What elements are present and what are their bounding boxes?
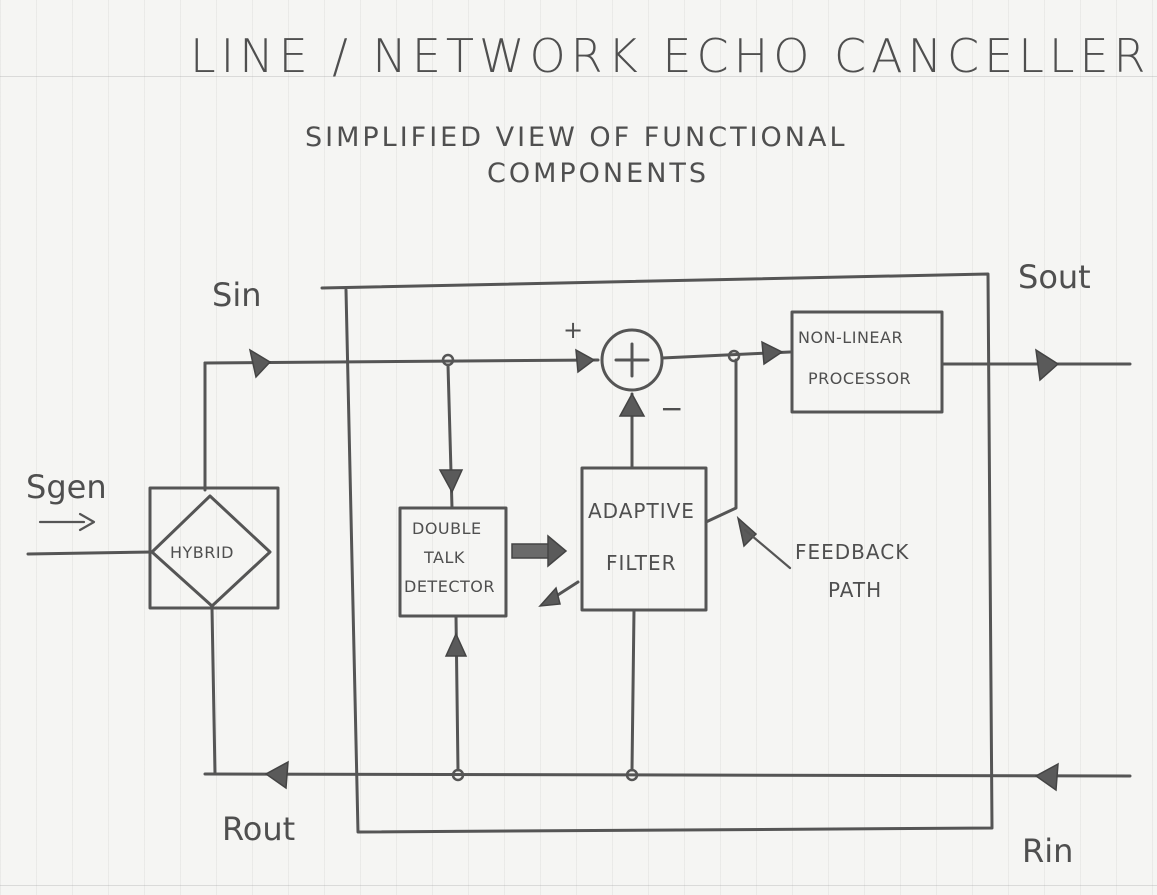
hybrid-label: HYBRID (170, 543, 234, 562)
diagram-title: LINE / NETWORK ECHO CANCELLER (190, 29, 1151, 83)
receive-to-dtd-arrow-icon (444, 632, 468, 657)
sgen-label: Sgen (26, 468, 107, 506)
dtd-control-bar (511, 543, 551, 559)
summing-junction (600, 328, 664, 392)
receive-to-af-line (630, 608, 636, 772)
feedback-path-line (704, 358, 738, 524)
nlp-label-line2: PROCESSOR (808, 369, 911, 388)
feedback-pointer-line (743, 528, 792, 570)
hybrid-diamond (150, 494, 272, 608)
hybrid-rout-connection (210, 606, 217, 776)
receive-signal-line (203, 772, 1132, 778)
sout-label: Sout (1018, 258, 1091, 296)
sgen-signal-line (26, 550, 154, 556)
summer-input-arrow-icon (575, 348, 596, 374)
rin-label: Rin (1022, 832, 1073, 870)
adaptive-filter-label-line2: FILTER (606, 551, 677, 575)
nlp-label-line1: NON-LINEAR (798, 328, 903, 347)
dtd-control-arrow-icon (547, 534, 568, 568)
feedback-tap-node (727, 349, 741, 363)
nlp-input-arrow-icon (761, 340, 784, 366)
rin-arrow-icon (1034, 762, 1059, 792)
summer-plus-label: + (563, 316, 583, 344)
echo-canceller-boundary (320, 272, 994, 834)
sin-arrow-icon (248, 348, 272, 379)
sgen-arrow-icon (78, 512, 96, 532)
sin-label: Sin (212, 276, 261, 314)
af-to-dtd-arrow-icon (538, 586, 561, 607)
hybrid-block (148, 486, 280, 610)
rout-arrow-icon (264, 760, 289, 790)
dtd-label-line3: DETECTOR (404, 577, 495, 596)
dtd-input-arrow-icon (438, 469, 464, 494)
adaptive-filter-label-line1: ADAPTIVE (588, 499, 695, 523)
double-talk-detector-block (398, 506, 508, 618)
feedback-label-line2: PATH (828, 578, 882, 602)
ruled-line (0, 76, 1157, 77)
diagram-subtitle-line1: SIMPLIFIED VIEW OF FUNCTIONAL (305, 122, 848, 153)
rout-label: Rout (222, 810, 295, 848)
non-linear-processor-block (790, 310, 944, 414)
adaptive-filter-block (580, 466, 708, 612)
summer-minus-label: − (660, 392, 683, 425)
feedback-label-line1: FEEDBACK (795, 540, 909, 564)
sout-arrow-icon (1035, 348, 1060, 382)
dtd-label-line2: TALK (423, 548, 465, 567)
af-to-summer-arrow-icon (618, 392, 646, 417)
diagram-subtitle-line2: COMPONENTS (487, 158, 709, 189)
dtd-label-line1: DOUBLE (412, 519, 482, 538)
ruled-line (0, 885, 1157, 886)
